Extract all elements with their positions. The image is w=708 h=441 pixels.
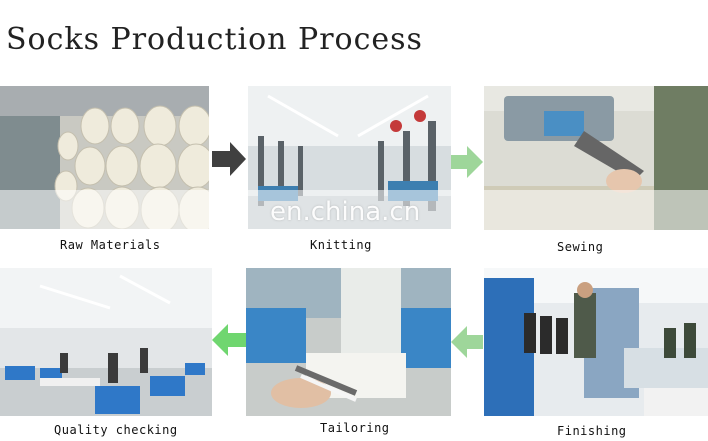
watermark-band — [0, 190, 708, 234]
photo-tailoring — [246, 268, 451, 416]
arrow-left-icon — [451, 326, 483, 358]
watermark: en.china.cn — [270, 197, 421, 227]
arrow-left-icon — [212, 324, 246, 356]
step-label-finishing: Finishing — [557, 424, 627, 438]
arrow-right-icon — [212, 142, 246, 176]
page-title: Socks Production Process — [6, 22, 423, 57]
step-label-sewing: Sewing — [557, 240, 604, 254]
step-label-knitting: Knitting — [310, 238, 372, 252]
arrow-right-icon — [451, 146, 483, 178]
step-label-quality-checking: Quality checking — [54, 423, 178, 437]
step-label-tailoring: Tailoring — [320, 421, 390, 435]
photo-finishing — [484, 268, 708, 416]
photo-quality-checking — [0, 268, 212, 416]
step-label-raw-materials: Raw Materials — [60, 238, 161, 252]
